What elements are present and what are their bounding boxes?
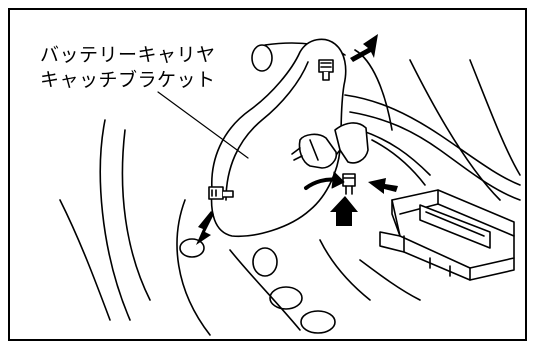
arrow-icon bbox=[350, 34, 378, 62]
hole-lower-left bbox=[252, 247, 278, 277]
body-holes bbox=[179, 44, 336, 334]
bolt-icon bbox=[318, 59, 334, 81]
clip-icon bbox=[291, 133, 338, 169]
callout-label-line2: キャッチブラケット bbox=[40, 69, 216, 91]
catch-bracket bbox=[210, 38, 347, 238]
arrow-icon bbox=[196, 211, 214, 245]
arrow-icon bbox=[368, 178, 398, 194]
callout-label-line1: バッテリーキャリヤ bbox=[40, 44, 216, 66]
hole-lower-right bbox=[300, 310, 336, 334]
arrow-icon bbox=[330, 196, 358, 226]
bolt-icon bbox=[342, 173, 356, 195]
body-panel-lines bbox=[59, 42, 521, 336]
bolt-icon bbox=[208, 186, 234, 200]
hole-lower-center bbox=[269, 286, 303, 310]
rotation-arrow-icon bbox=[304, 171, 345, 190]
removed-clip-part bbox=[379, 189, 515, 281]
hole-left bbox=[179, 238, 205, 258]
hole-top bbox=[251, 44, 273, 72]
leader-line bbox=[157, 91, 249, 159]
wire-harness bbox=[344, 94, 521, 201]
